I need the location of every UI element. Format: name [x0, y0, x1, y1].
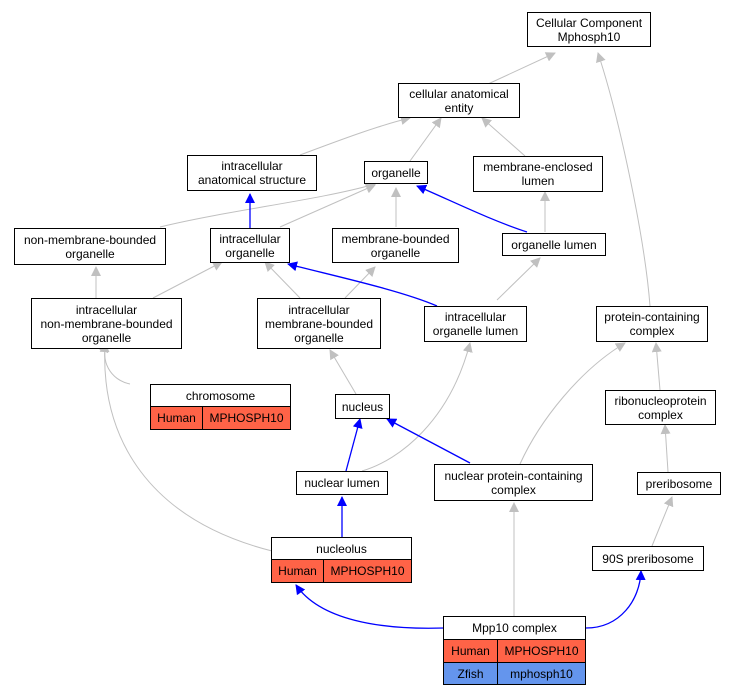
- node-cellular-component[interactable]: Cellular Component Mphosph10: [527, 12, 651, 47]
- node-nucleus[interactable]: nucleus: [335, 394, 390, 419]
- node-intracellular-anatomical-structure[interactable]: intracellular anatomical structure: [187, 155, 317, 191]
- node-mpp10-complex[interactable]: Mpp10 complex Human MPHOSPH10 Zfish mpho…: [443, 616, 586, 685]
- species-label: Human: [451, 644, 490, 658]
- node-preribosome[interactable]: preribosome: [637, 472, 721, 495]
- node-90s-preribosome[interactable]: 90S preribosome: [592, 546, 704, 571]
- annotation-row: Human MPHOSPH10: [272, 560, 411, 582]
- node-non-membrane-bounded-organelle[interactable]: non-membrane-bounded organelle: [14, 228, 166, 265]
- node-title: chromosome: [151, 385, 290, 407]
- node-title: Mpp10 complex: [444, 617, 585, 640]
- node-membrane-bounded-organelle[interactable]: membrane-bounded organelle: [332, 228, 459, 263]
- node-ribonucleoprotein-complex[interactable]: ribonucleoprotein complex: [605, 390, 716, 425]
- node-intracellular-organelle[interactable]: intracellular organelle: [210, 228, 290, 263]
- is-a-edges: [91, 52, 674, 617]
- annotation-row: Human MPHOSPH10: [444, 640, 585, 662]
- node-intracellular-organelle-lumen[interactable]: intracellular organelle lumen: [424, 306, 527, 342]
- node-nuclear-lumen[interactable]: nuclear lumen: [296, 471, 388, 495]
- species-label: Human: [157, 411, 196, 425]
- node-nucleolus[interactable]: nucleolus Human MPHOSPH10: [271, 537, 412, 583]
- node-cellular-anatomical-entity[interactable]: cellular anatomical entity: [398, 83, 520, 118]
- species-label: Zfish: [457, 666, 484, 681]
- gene-label: MPHOSPH10: [323, 560, 411, 582]
- annotation-row: Human MPHOSPH10: [151, 407, 290, 429]
- annotation-row: Zfish mphosph10: [444, 662, 585, 684]
- node-organelle-lumen[interactable]: organelle lumen: [502, 233, 606, 256]
- gene-label: MPHOSPH10: [202, 407, 290, 429]
- gene-label: mphosph10: [497, 663, 585, 684]
- node-membrane-enclosed-lumen[interactable]: membrane-enclosed lumen: [473, 156, 603, 192]
- node-title: nucleolus: [272, 538, 411, 560]
- node-intracellular-membrane-bounded-organelle[interactable]: intracellular membrane-bounded organelle: [257, 298, 381, 349]
- species-label: Human: [278, 564, 317, 578]
- node-organelle[interactable]: organelle: [364, 161, 428, 184]
- node-chromosome[interactable]: chromosome Human MPHOSPH10: [150, 384, 291, 430]
- node-intracellular-non-membrane-bounded-organelle[interactable]: intracellular non-membrane-bounded organ…: [31, 298, 182, 349]
- gene-label: MPHOSPH10: [497, 640, 585, 662]
- node-nuclear-protein-containing-complex[interactable]: nuclear protein-containing complex: [434, 464, 593, 501]
- part-of-edges: [245, 184, 646, 629]
- node-protein-containing-complex[interactable]: protein-containing complex: [596, 306, 708, 342]
